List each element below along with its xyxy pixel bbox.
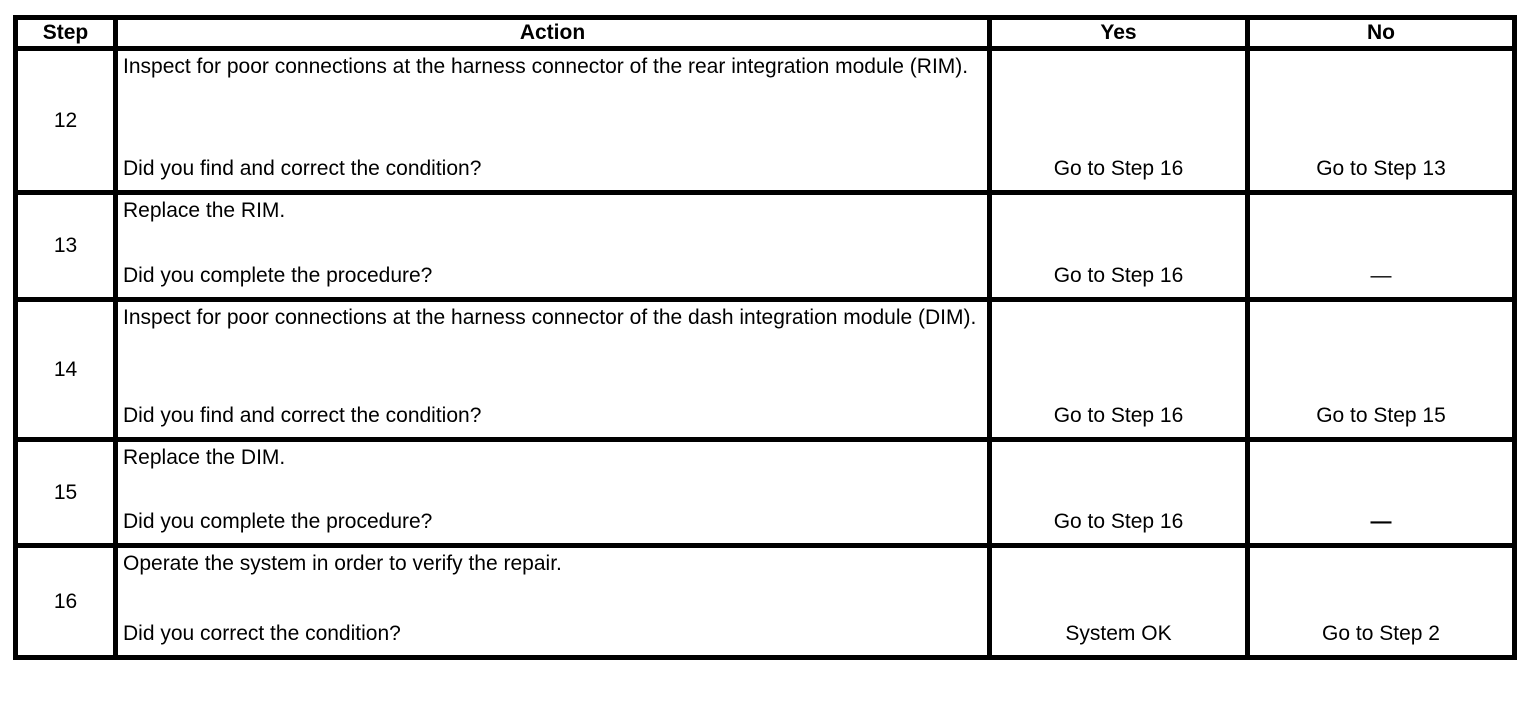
action-cell: Operate the system in order to verify th… xyxy=(118,548,992,655)
yes-cell: System OK xyxy=(992,548,1250,655)
no-cell: Go to Step 15 xyxy=(1250,302,1512,442)
action-text: Inspect for poor connections at the harn… xyxy=(123,55,969,78)
col-header-yes: Yes xyxy=(992,20,1250,51)
step-cell: 15 xyxy=(18,442,118,548)
action-question: Did you find and correct the condition? xyxy=(123,404,482,427)
action-text: Inspect for poor connections at the harn… xyxy=(123,306,977,329)
action-text: Replace the RIM. xyxy=(123,199,286,222)
action-question: Did you correct the condition? xyxy=(123,622,401,645)
yes-cell: Go to Step 16 xyxy=(992,302,1250,442)
yes-cell: Go to Step 16 xyxy=(992,195,1250,302)
step-cell: 16 xyxy=(18,548,118,655)
action-text: Operate the system in order to verify th… xyxy=(123,552,562,575)
step-cell: 12 xyxy=(18,51,118,195)
step-cell: 13 xyxy=(18,195,118,302)
action-text: Replace the DIM. xyxy=(123,446,286,469)
action-cell: Inspect for poor connections at the harn… xyxy=(118,302,992,442)
action-question: Did you complete the procedure? xyxy=(123,510,433,533)
yes-cell: Go to Step 16 xyxy=(992,51,1250,195)
action-question: Did you complete the procedure? xyxy=(123,264,433,287)
no-cell: — xyxy=(1250,442,1512,548)
action-cell: Replace the DIM. Did you complete the pr… xyxy=(118,442,992,548)
step-cell: 14 xyxy=(18,302,118,442)
no-cell: — xyxy=(1250,195,1512,302)
no-cell: Go to Step 13 xyxy=(1250,51,1512,195)
col-header-no: No xyxy=(1250,20,1512,51)
action-cell: Inspect for poor connections at the harn… xyxy=(118,51,992,195)
yes-cell: Go to Step 16 xyxy=(992,442,1250,548)
diagnostic-step-table: Step Action Yes No 12 Inspect for poor c… xyxy=(13,15,1517,660)
action-cell: Replace the RIM. Did you complete the pr… xyxy=(118,195,992,302)
action-question: Did you find and correct the condition? xyxy=(123,157,482,180)
col-header-action: Action xyxy=(118,20,992,51)
no-cell: Go to Step 2 xyxy=(1322,622,1440,645)
col-header-step: Step xyxy=(18,20,118,51)
